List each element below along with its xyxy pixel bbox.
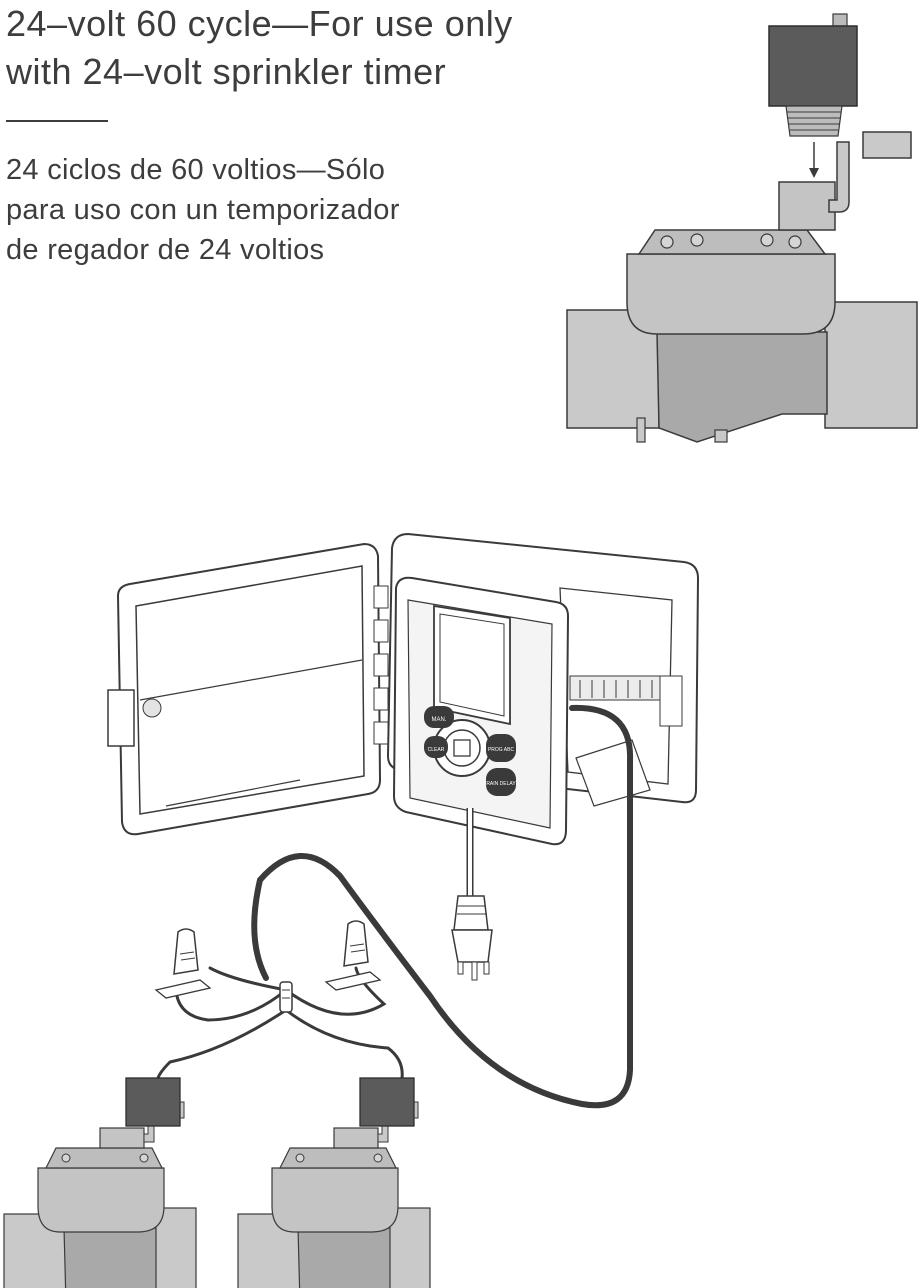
wire-nut-icon — [279, 981, 293, 1013]
bottom-right-solenoid — [359, 1077, 415, 1127]
spanish-caption: 24 ciclos de 60 voltios—Sólo para uso co… — [6, 150, 526, 270]
timer-dial[interactable] — [433, 719, 491, 777]
manual-button[interactable]: MAN. — [424, 706, 454, 728]
splice-wires — [156, 966, 404, 1080]
program-button-label: PROG ABC — [488, 747, 515, 753]
caption-divider — [6, 120, 108, 122]
timer-hinges — [373, 585, 389, 745]
rain-delay-button-label: RAIN DELAY — [486, 781, 516, 787]
wire-connector-left-icon — [154, 928, 212, 999]
english-line-1: 24–volt 60 cycle—For use only — [6, 3, 513, 44]
program-button[interactable]: PROG ABC — [486, 734, 516, 762]
spanish-line-3: de regador de 24 voltios — [6, 234, 325, 266]
bottom-right-valve — [237, 1101, 431, 1288]
power-plug-icon — [451, 895, 493, 981]
english-line-2: with 24–volt sprinkler timer — [6, 51, 447, 92]
output-wire — [251, 704, 634, 1109]
timer-box-door — [107, 542, 382, 836]
insert-arrow-icon — [809, 142, 819, 178]
timer-lcd-display — [433, 604, 511, 726]
spanish-line-2: para uso con un temporizador — [6, 194, 400, 226]
bottom-left-solenoid — [125, 1077, 181, 1127]
wire-connector-right-icon — [324, 920, 382, 991]
clear-button[interactable]: CLEAR — [424, 736, 448, 758]
top-solenoid — [768, 13, 858, 137]
bottom-left-valve — [3, 1101, 197, 1288]
spanish-line-1: 24 ciclos de 60 voltios—Sólo — [6, 154, 386, 186]
clear-button-label: CLEAR — [428, 747, 445, 753]
english-caption: 24–volt 60 cycle—For use only with 24–vo… — [6, 0, 586, 96]
manual-button-label: MAN. — [432, 717, 447, 723]
rain-delay-button[interactable]: RAIN DELAY — [486, 768, 516, 796]
top-valve — [566, 131, 918, 443]
